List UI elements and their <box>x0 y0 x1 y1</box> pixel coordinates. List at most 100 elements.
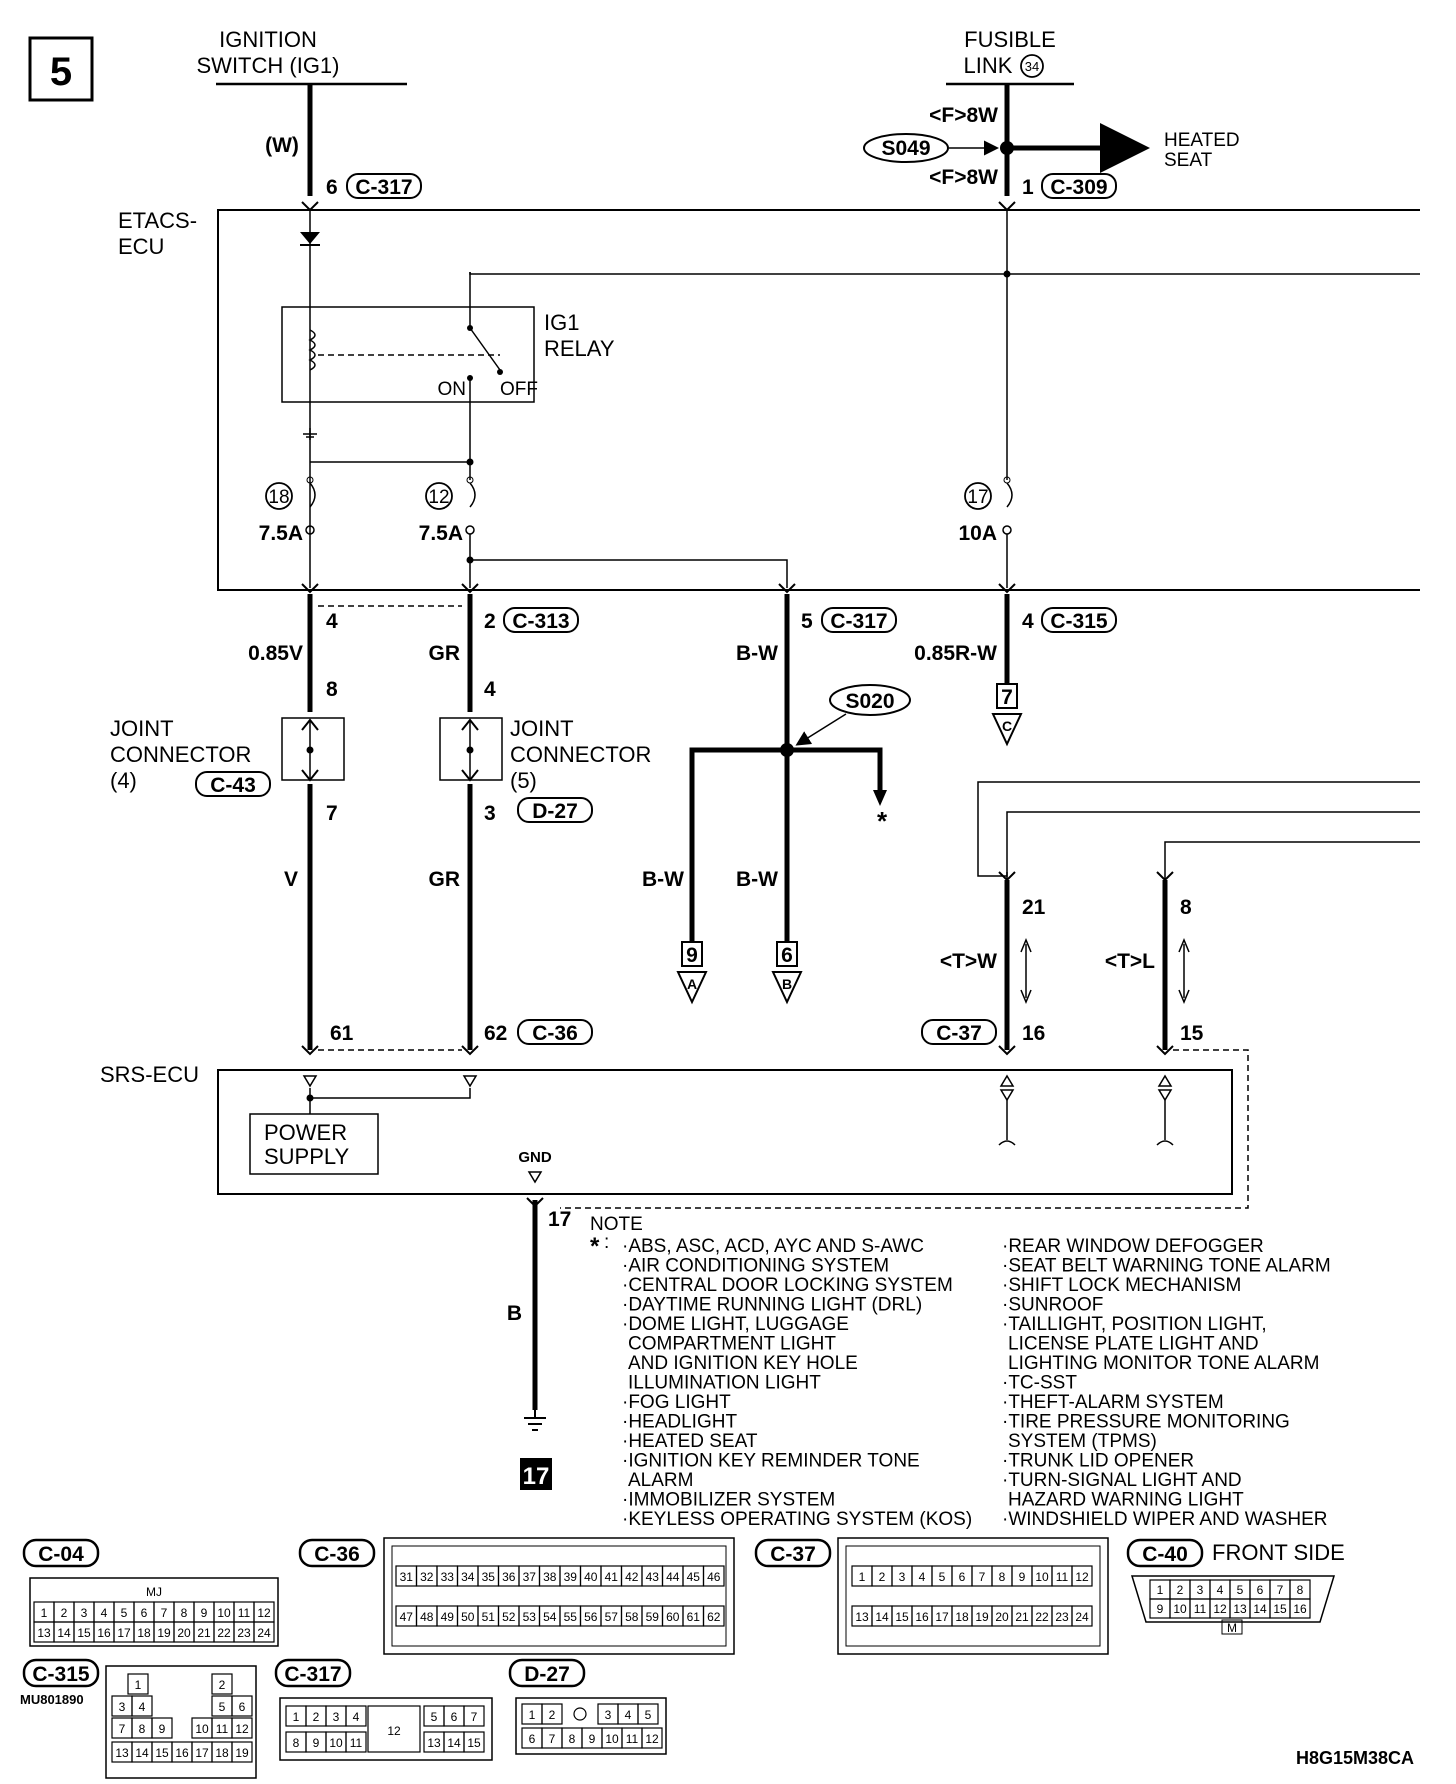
connector-label-c36: C-36 <box>532 1022 578 1045</box>
ref-9: 9 <box>686 944 698 967</box>
c04-pin: 17 <box>117 1626 131 1640</box>
heated-seat-line2: SEAT <box>1164 150 1213 171</box>
d27-pin: 8 <box>569 1732 576 1746</box>
c317-pin: 8 <box>293 1736 300 1750</box>
note-line: ·TAILLIGHT, POSITION LIGHT, <box>1002 1314 1267 1335</box>
pin-label-5: 5 <box>801 610 813 633</box>
c37-pin: 24 <box>1075 1610 1089 1624</box>
pin-label-4a: 4 <box>326 610 338 633</box>
wire-label-bw-2: B-W <box>642 868 684 891</box>
relay-ground-icon <box>303 433 317 438</box>
relay-off-label: OFF <box>500 379 538 400</box>
c36-pin: 47 <box>400 1610 414 1624</box>
c37-pin: 12 <box>1075 1570 1089 1584</box>
c36-pin: 53 <box>523 1610 537 1624</box>
fusible-link-line2: LINK <box>964 53 1013 78</box>
ignition-switch-line1: IGNITION <box>219 27 317 52</box>
c37-pin: 22 <box>1035 1610 1049 1624</box>
note-line: ·CENTRAL DOOR LOCKING SYSTEM <box>622 1275 953 1296</box>
c37-pin: 6 <box>959 1570 966 1584</box>
c315-pin: 13 <box>115 1746 129 1760</box>
c36-pin: 32 <box>420 1570 434 1584</box>
c37-pin: 21 <box>1015 1610 1029 1624</box>
c37-pin: 13 <box>855 1610 869 1624</box>
c40-pin: 13 <box>1233 1602 1247 1616</box>
ig1-relay: IG1 RELAY ON OFF <box>281 272 615 462</box>
c37-pin: 2 <box>879 1570 886 1584</box>
c315-pin: 1 <box>135 1678 142 1692</box>
note-line: ILLUMINATION LIGHT <box>628 1373 821 1394</box>
c37-pin: 11 <box>1056 1570 1069 1584</box>
c36-pin: 44 <box>666 1570 680 1584</box>
c317-pin: 5 <box>431 1710 438 1724</box>
wire-label-b: B <box>507 1302 522 1325</box>
note-line: ·WINDSHIELD WIPER AND WASHER <box>1002 1509 1328 1530</box>
note-line: LICENSE PLATE LIGHT AND <box>1008 1334 1259 1355</box>
d27-pin: 12 <box>645 1732 659 1746</box>
d27-pin: 10 <box>605 1732 619 1746</box>
note-block: NOTE * : ·ABS, ASC, ACD, AYC AND S-AWC·A… <box>590 1214 1331 1530</box>
note-line: ·HEATED SEAT <box>622 1431 758 1452</box>
wire-label-tw: <T>W <box>940 950 997 973</box>
ignition-switch-label: IGNITION SWITCH (IG1) <box>197 27 407 86</box>
c37-pin: 10 <box>1035 1570 1049 1584</box>
note-line: ·REAR WINDOW DEFOGGER <box>1002 1236 1264 1257</box>
asterisk-mark: * <box>877 806 888 836</box>
connector-view-label-c37: C-37 <box>770 1543 816 1566</box>
c36-pin: 54 <box>543 1610 557 1624</box>
c04-pin: 15 <box>77 1626 91 1640</box>
c315-pin: 16 <box>175 1746 189 1760</box>
note-line: ·TC-SST <box>1002 1373 1077 1394</box>
c40-pin: 10 <box>1173 1602 1187 1616</box>
d27-pin: 11 <box>626 1732 639 1746</box>
c40-pin: 2 <box>1177 1583 1184 1597</box>
c36-pin: 52 <box>502 1610 516 1624</box>
c317-pin: 14 <box>447 1736 461 1750</box>
c04-pin: 12 <box>257 1606 271 1620</box>
etacs-ecu-line1: ETACS- <box>118 208 197 233</box>
c36-pin: 36 <box>502 1570 516 1584</box>
note-line: ·DAYTIME RUNNING LIGHT (DRL) <box>622 1295 922 1316</box>
connector-label-c43: C-43 <box>210 774 256 797</box>
c37-pin: 8 <box>999 1570 1006 1584</box>
note-line: ·TURN-SIGNAL LIGHT AND <box>1002 1470 1242 1491</box>
ig1-relay-line1: IG1 <box>544 310 579 335</box>
c37-pin: 7 <box>979 1570 986 1584</box>
ref-c: C <box>1002 718 1012 734</box>
note-line: ·IMMOBILIZER SYSTEM <box>622 1490 835 1511</box>
c317-pin: 2 <box>313 1710 320 1724</box>
wire-label-f8w-top: <F>8W <box>929 104 998 127</box>
fuse-12-rating: 7.5A <box>419 522 463 545</box>
note-line: COMPARTMENT LIGHT <box>628 1334 836 1355</box>
c37-pin: 4 <box>919 1570 926 1584</box>
c36-pin: 46 <box>707 1570 721 1584</box>
note-line: ·ABS, ASC, ACD, AYC AND S-AWC <box>622 1236 924 1257</box>
c36-pin: 50 <box>461 1610 475 1624</box>
relay-on-label: ON <box>438 379 467 400</box>
note-line: ·SHIFT LOCK MECHANISM <box>1002 1275 1241 1296</box>
relay-coil-icon <box>308 329 316 371</box>
power-supply-line2: SUPPLY <box>264 1144 350 1169</box>
pin-label-4c: 4 <box>484 678 496 701</box>
connector-view-label-c04: C-04 <box>38 1543 84 1566</box>
c04-pin: 18 <box>137 1626 151 1640</box>
c36-pin: 42 <box>625 1570 639 1584</box>
connector-label-c315: C-315 <box>1050 610 1108 633</box>
connector-label-c313: C-313 <box>512 610 569 633</box>
joint4-line3: (4) <box>110 768 137 793</box>
c36-pin: 48 <box>420 1610 434 1624</box>
srs-io-terminal <box>998 1074 1016 1146</box>
c04-pin: 1 <box>41 1606 48 1620</box>
note-line: ·AIR CONDITIONING SYSTEM <box>622 1256 889 1277</box>
c04-pin: 2 <box>61 1606 68 1620</box>
c36-pin: 62 <box>707 1610 721 1624</box>
note-line: SYSTEM (TPMS) <box>1008 1431 1157 1452</box>
fusible-link-label: FUSIBLE LINK 34 <box>946 27 1074 86</box>
pin-label-8a: 8 <box>326 678 338 701</box>
c36-pin: 45 <box>687 1570 701 1584</box>
etacs-ecu-line2: ECU <box>118 234 164 259</box>
ground-point-number: 17 <box>523 1463 550 1490</box>
c317-pin: 11 <box>350 1736 363 1750</box>
pin-label-21: 21 <box>1022 896 1046 919</box>
